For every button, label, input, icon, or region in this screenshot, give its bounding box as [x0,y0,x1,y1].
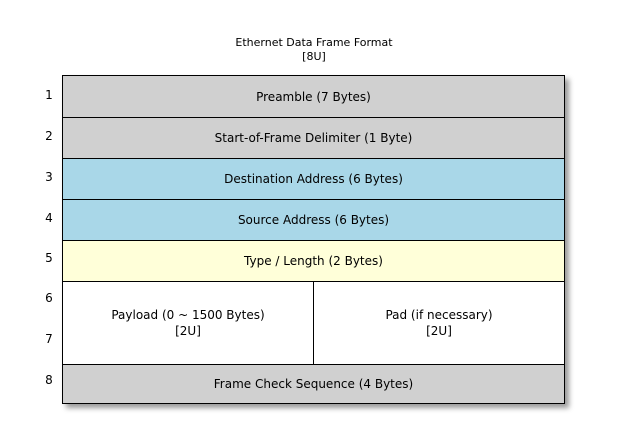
field-frame-check-sequence: Frame Check Sequence (4 Bytes) [62,364,565,404]
table-row-frame-check-sequence: Frame Check Sequence (4 Bytes) [62,364,565,404]
row-number-8: 8 [45,373,53,387]
row-number-5: 5 [45,251,53,265]
table-row-source-address: Source Address (6 Bytes) [62,199,565,241]
field-preamble: Preamble (7 Bytes) [62,75,565,118]
row-number-gutter: 1 2 3 4 5 6 7 8 [36,74,62,400]
ethernet-frame-diagram: 1 2 3 4 5 6 7 8 Preamble (7 Bytes) Start… [36,74,596,404]
table-row-sfd: Start-of-Frame Delimiter (1 Byte) [62,117,565,159]
field-pad: Pad (if necessary) [2U] [313,281,565,365]
table-row-type-length: Type / Length (2 Bytes) [62,240,565,282]
table-row-destination-address: Destination Address (6 Bytes) [62,158,565,200]
row-number-2: 2 [45,129,53,143]
table-row-payload-pad: Payload (0 ~ 1500 Bytes) [2U] Pad (if ne… [62,281,565,365]
page-title-subscript: [8U] [302,50,326,63]
row-number-1: 1 [45,88,53,102]
table-row-preamble: Preamble (7 Bytes) [62,75,565,118]
row-number-6: 6 [45,291,53,305]
field-type-length: Type / Length (2 Bytes) [62,240,565,282]
field-payload-note: [2U] [175,324,201,338]
row-number-3: 3 [45,170,53,184]
field-source-address: Source Address (6 Bytes) [62,199,565,241]
diagram-title: Ethernet Data Frame Format [8U] [0,36,628,64]
field-destination-address: Destination Address (6 Bytes) [62,158,565,200]
row-number-4: 4 [45,211,53,225]
frame-fields-table: Preamble (7 Bytes) Start-of-Frame Delimi… [62,75,565,404]
field-pad-note: [2U] [426,324,452,338]
field-payload-label: Payload (0 ~ 1500 Bytes) [111,308,265,322]
field-pad-label: Pad (if necessary) [385,308,493,322]
field-payload: Payload (0 ~ 1500 Bytes) [2U] [62,281,314,365]
page-title: Ethernet Data Frame Format [235,36,393,49]
row-number-7: 7 [45,332,53,346]
field-start-of-frame-delimiter: Start-of-Frame Delimiter (1 Byte) [62,117,565,159]
